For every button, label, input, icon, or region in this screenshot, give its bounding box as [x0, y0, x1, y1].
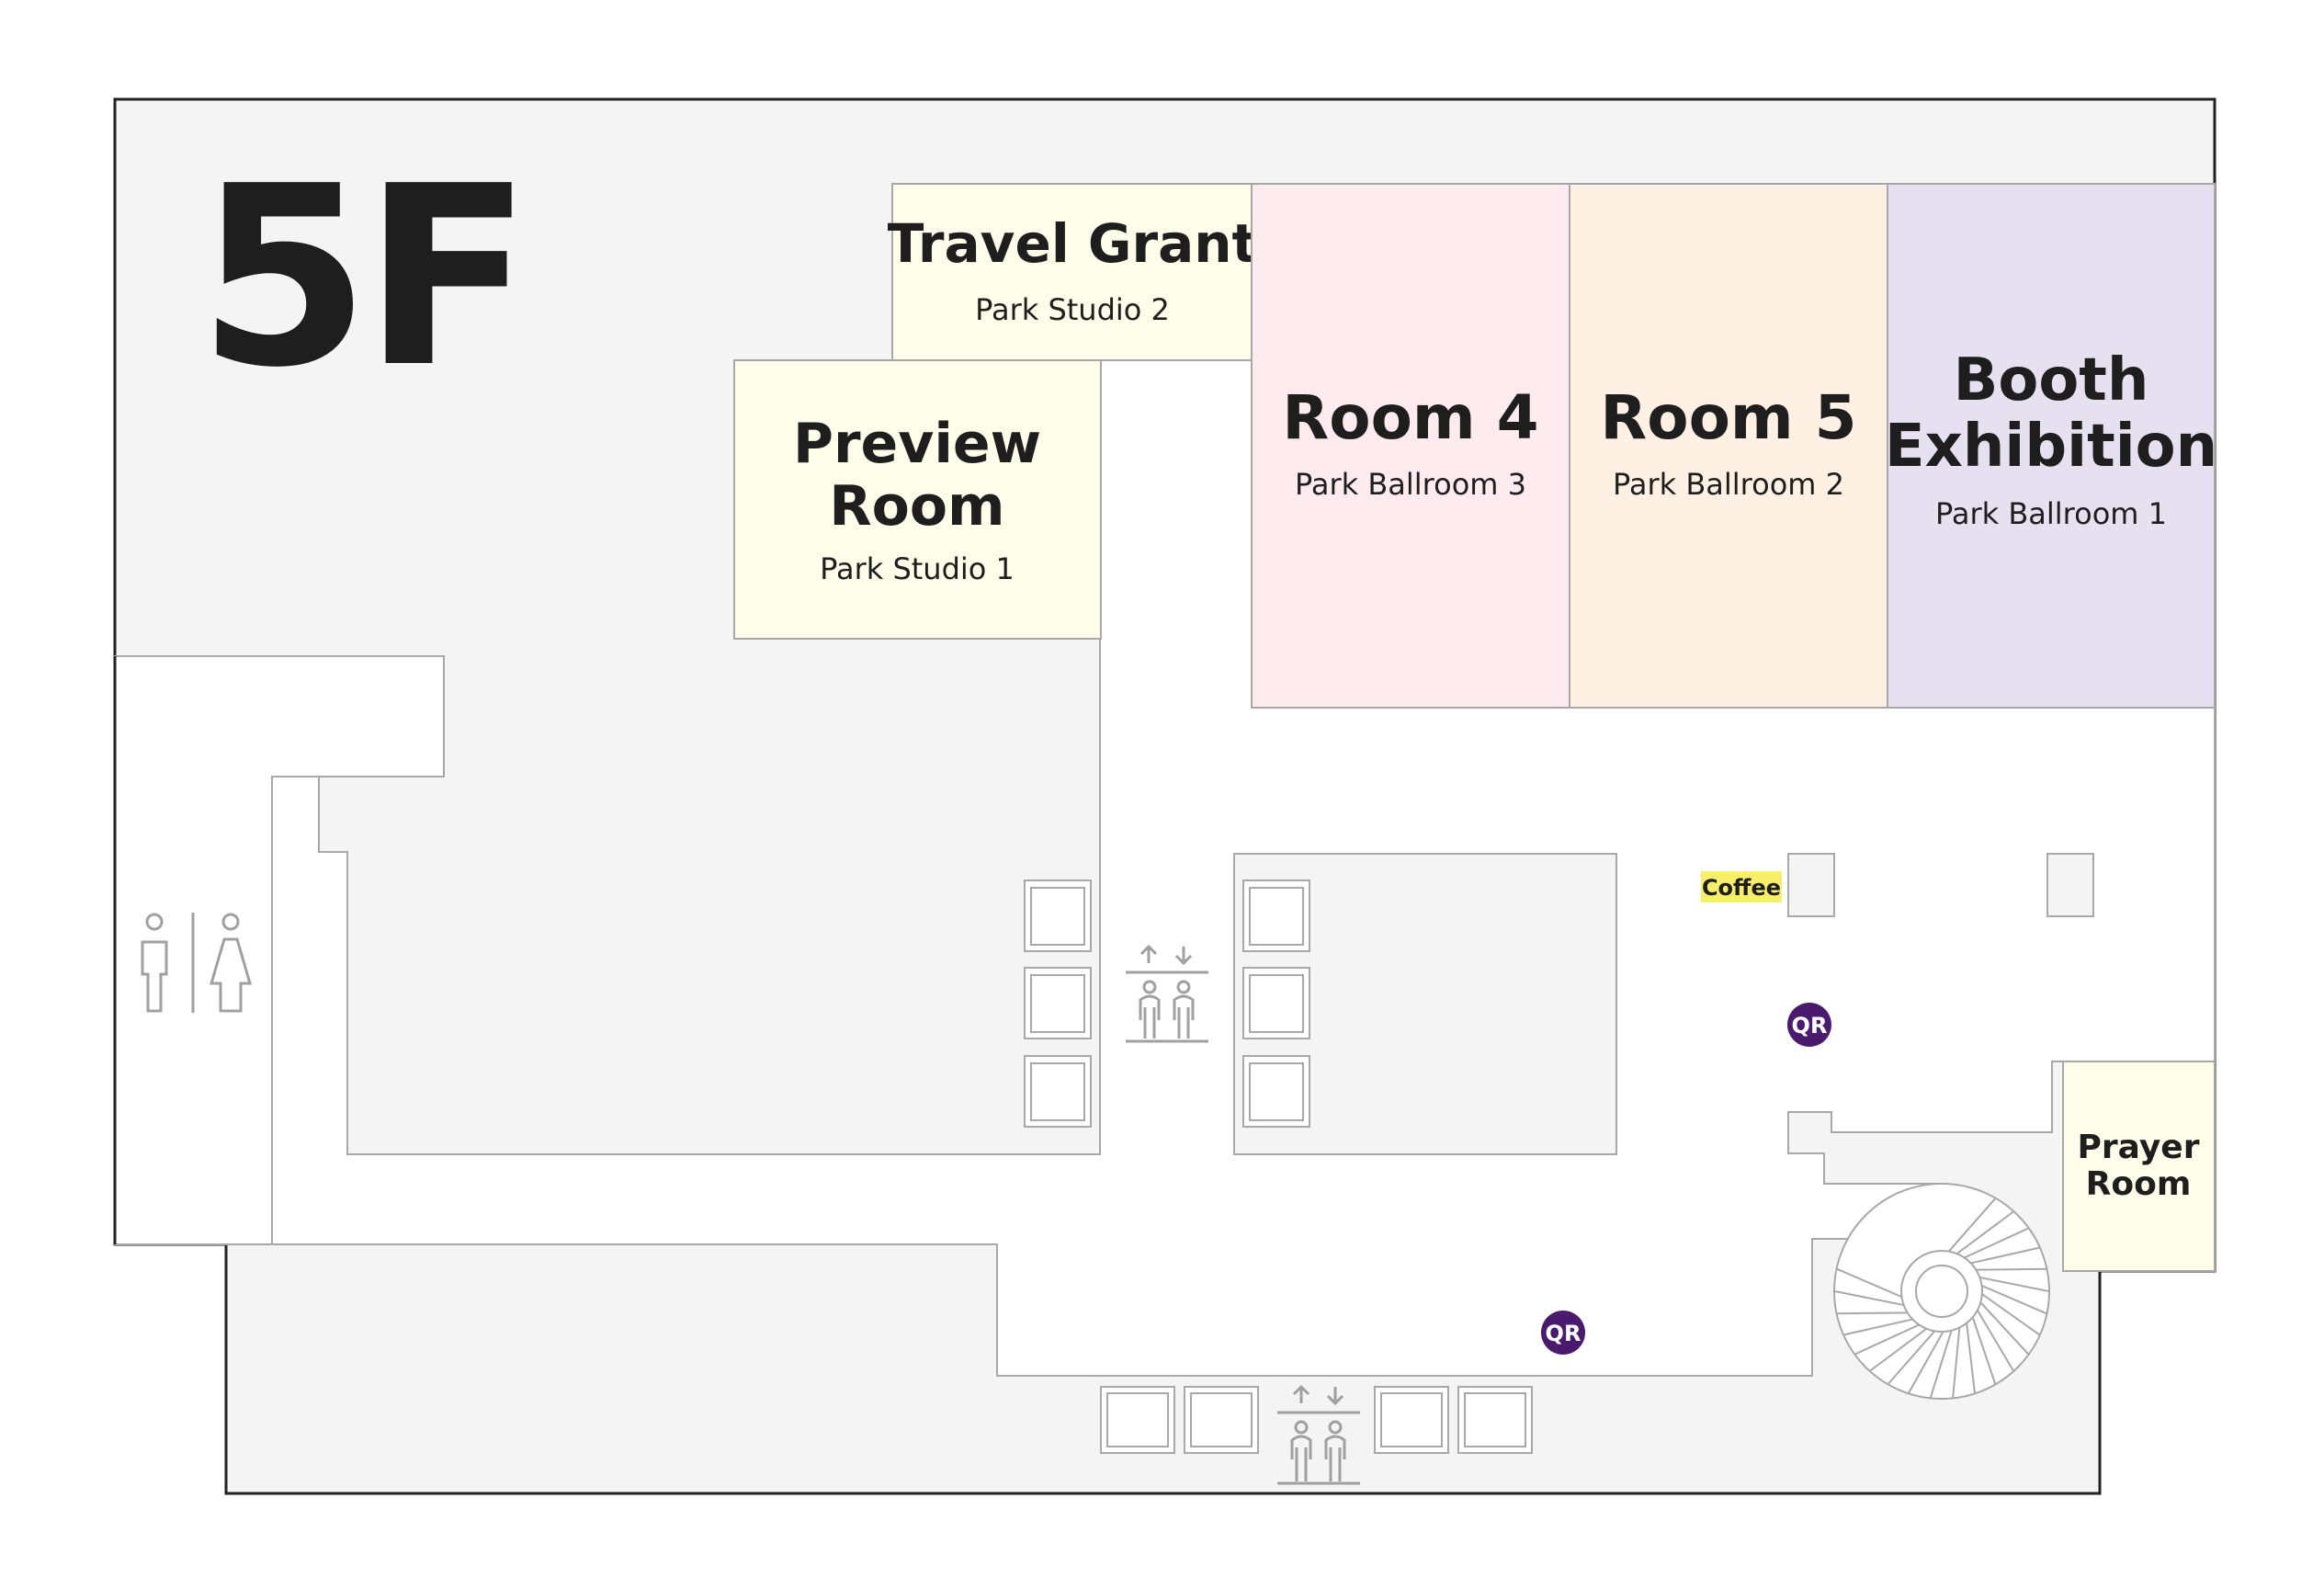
elevator-doors-left: [1024, 880, 1092, 1128]
qr-code-marker-icon[interactable]: QR: [1787, 1003, 1831, 1047]
stair-step: [1976, 1310, 2015, 1372]
room-title: Room 4: [1282, 382, 1538, 453]
room-subtitle: Park Studio 1: [820, 551, 1015, 586]
elevator-icon: [1277, 1384, 1360, 1485]
room-title: Exhibition: [1885, 413, 2217, 481]
stair-step: [1947, 1197, 1997, 1253]
room-subtitle: Park Ballroom 1: [1935, 496, 2167, 531]
room-preview-room[interactable]: Preview Room Park Studio 1: [733, 359, 1102, 640]
stair-step: [1929, 1330, 1953, 1399]
stair-step: [1970, 1246, 2041, 1265]
stair-step: [1836, 1267, 1902, 1299]
stair-step: [1979, 1276, 2050, 1293]
elevator-doors-bottom: [1100, 1386, 1533, 1454]
counter: [2046, 853, 2094, 917]
stair-step: [1966, 1322, 1977, 1394]
spiral-staircase-icon: [1833, 1183, 2050, 1400]
room-title: Travel Grant: [888, 212, 1258, 275]
stair-step: [1854, 1323, 1920, 1356]
floor-label: 5F: [198, 132, 525, 422]
stair-step: [1971, 1316, 1997, 1385]
qr-code-marker-icon[interactable]: QR: [1541, 1311, 1585, 1355]
stair-step: [1979, 1301, 2030, 1356]
room-subtitle: Park Ballroom 3: [1295, 467, 1526, 502]
room-prayer-room[interactable]: Prayer Room: [2062, 1061, 2216, 1272]
room-4[interactable]: Room 4 Park Ballroom 3: [1251, 183, 1570, 709]
stair-step: [1887, 1330, 1936, 1385]
stair-step: [1842, 1318, 1913, 1336]
stair-step: [1956, 1210, 2014, 1255]
coffee-counter: [1787, 853, 1835, 917]
stair-step: [1907, 1331, 1944, 1394]
room-travel-grant[interactable]: Travel Grant Park Studio 2: [888, 183, 1258, 361]
stair-step: [1981, 1293, 2041, 1336]
room-subtitle: Park Ballroom 2: [1613, 467, 1844, 502]
restroom-icon: [141, 913, 252, 1013]
stair-step: [1964, 1227, 2030, 1259]
stair-step: [1976, 1267, 2047, 1271]
room-5[interactable]: Room 5 Park Ballroom 2: [1569, 183, 1888, 709]
room-title: Prayer: [2078, 1129, 2200, 1166]
elevator-icon: [1126, 944, 1208, 1043]
qr-text: QR: [1546, 1321, 1581, 1346]
stair-step: [1869, 1327, 1928, 1372]
room-title: Preview: [793, 412, 1041, 476]
elevator-doors-right: [1242, 880, 1310, 1128]
qr-text: QR: [1792, 1013, 1828, 1039]
stair-step: [1981, 1284, 2047, 1315]
coffee-text: Coffee: [1702, 875, 1781, 901]
stair-step: [1952, 1327, 1961, 1399]
room-booth-exhibition[interactable]: Booth Exhibition Park Ballroom 1: [1885, 183, 2217, 709]
room-title: Room 5: [1600, 382, 1856, 453]
room-title: Booth: [1954, 346, 2149, 414]
room-subtitle: Park Studio 2: [975, 292, 1170, 327]
room-title: Room: [2086, 1165, 2192, 1203]
room-title: Room: [829, 474, 1004, 539]
stair-step: [1836, 1311, 1908, 1315]
coffee-label: Coffee: [1701, 871, 1782, 902]
stair-step: [1833, 1289, 1904, 1307]
